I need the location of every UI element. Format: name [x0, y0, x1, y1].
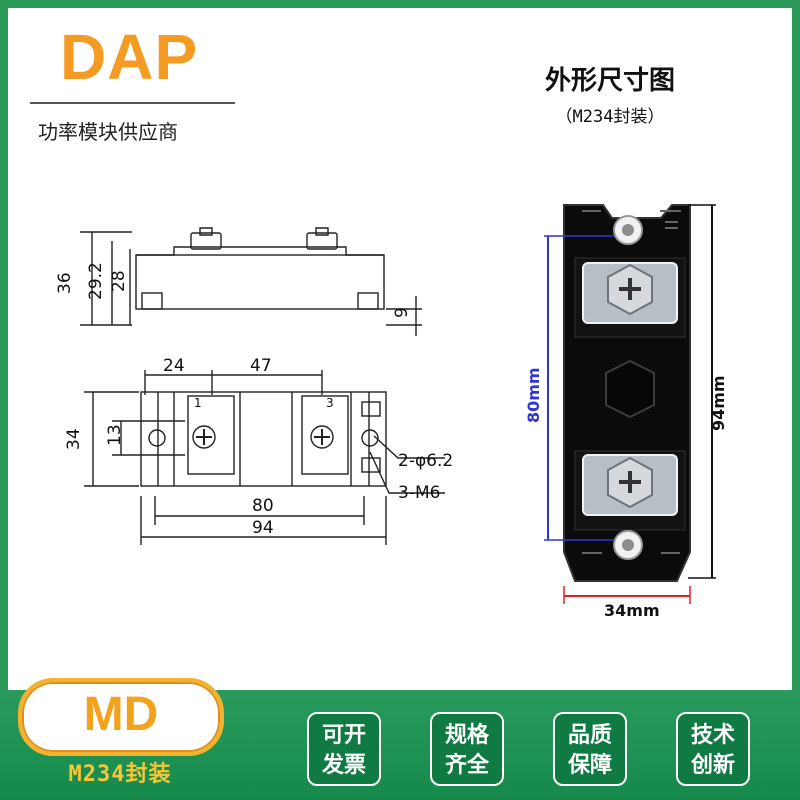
top-view-lower-clip — [361, 457, 381, 473]
md-badge-background — [18, 678, 224, 756]
badge-line-1: 品质 — [567, 723, 612, 748]
side-view — [80, 227, 422, 336]
top-view-outline — [140, 391, 387, 487]
dap-logo: DAP — [60, 21, 199, 93]
badge-line-2: 创新 — [690, 753, 735, 778]
top-view-screw-3 — [310, 425, 334, 449]
dim-36-label: 36 — [55, 272, 75, 294]
terminal-1-label: 1 — [194, 396, 202, 410]
badge-line-1: 规格 — [444, 723, 489, 748]
dim-13-label: 13 — [105, 424, 125, 446]
top-view-right-hole — [361, 429, 379, 447]
screw-leader — [369, 451, 445, 494]
hole-label: 2-φ6.2 — [398, 451, 453, 471]
dim-34-label: 34 — [64, 428, 84, 450]
photo-80mm-label: 80mm — [524, 367, 543, 423]
top-view-terminal-1 — [187, 395, 235, 475]
badge-line-2: 发票 — [321, 753, 366, 778]
top-view-left-hole — [148, 429, 166, 447]
md-badge-text: MD — [83, 688, 159, 741]
badge-line-1: 可开 — [321, 723, 366, 748]
side-view-body — [135, 254, 385, 310]
quality-badge: 品质 保障 — [553, 712, 627, 786]
dim-9-label: 9 — [392, 307, 412, 318]
badge-line-1: 技术 — [690, 723, 735, 748]
dim-94-label: 94 — [252, 518, 274, 538]
module-photo — [563, 204, 691, 582]
module-body-highlights — [582, 210, 681, 554]
logo-divider — [30, 102, 235, 104]
upper-mounting-hole-inner — [622, 224, 634, 236]
side-view-right-foot — [357, 292, 379, 310]
dim-29-2-label: 29.2 — [86, 262, 106, 300]
brand-subtitle: 功率模块供应商 — [38, 120, 178, 144]
side-view-terminal-right — [306, 232, 338, 250]
top-view-screw-crosses — [196, 429, 330, 445]
package-subtitle: （M234封装） — [555, 107, 665, 127]
innovation-badge: 技术 创新 — [676, 712, 750, 786]
dim-47-label: 47 — [250, 356, 272, 376]
badge-line-2: 保障 — [567, 753, 612, 778]
specifications-badge: 规格 齐全 — [430, 712, 504, 786]
top-view-screw-1 — [192, 425, 216, 449]
dim-80-label: 80 — [252, 496, 274, 516]
dim-24-label: 24 — [163, 356, 185, 376]
dim-28-label: 28 — [109, 270, 129, 292]
side-view-left-foot — [141, 292, 163, 310]
lower-mounting-hole-inner — [622, 539, 634, 551]
photo-dimensions — [544, 204, 716, 604]
screw-label: 3-M6 — [398, 483, 440, 503]
top-view-upper-clip — [361, 401, 381, 417]
side-view-screws — [199, 227, 329, 236]
terminal-screw-slots — [619, 278, 641, 493]
hole-leader — [373, 435, 445, 459]
photo-34mm-label: 34mm — [604, 601, 660, 620]
top-view-terminal-3 — [301, 395, 349, 475]
md-package-label: M234封装 — [68, 762, 172, 787]
page-title: 外形尺寸图 — [544, 66, 675, 96]
side-view-terminal-left — [190, 232, 222, 250]
badge-line-2: 齐全 — [444, 753, 489, 778]
center-hex-nut-recess — [605, 359, 655, 419]
terminal-3-label: 3 — [326, 396, 334, 410]
top-view — [84, 370, 445, 545]
side-view-top — [136, 246, 384, 256]
photo-94mm-label: 94mm — [709, 375, 728, 431]
invoice-badge: 可开 发票 — [307, 712, 381, 786]
